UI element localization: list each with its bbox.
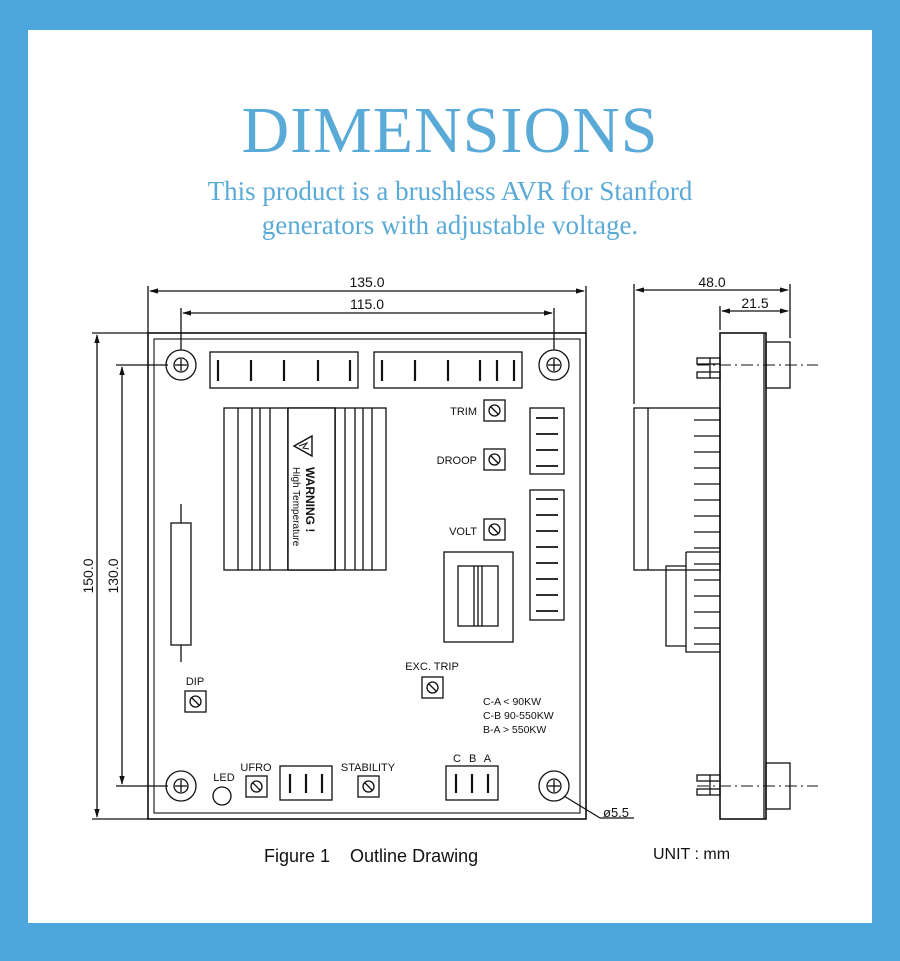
dim-label-135: 135.0 bbox=[349, 274, 384, 290]
subtitle-line-1: This product is a brushless AVR for Stan… bbox=[207, 176, 693, 206]
dimension-hole-spacing-y bbox=[116, 364, 168, 787]
center-module bbox=[443, 551, 514, 643]
warning-triangle bbox=[292, 434, 313, 458]
dim-label-48: 48.0 bbox=[698, 274, 725, 290]
side-heatsink bbox=[633, 407, 721, 571]
volt-label: VOLT bbox=[449, 526, 477, 538]
dimension-overall-height bbox=[92, 332, 148, 820]
top-terminal-block-right bbox=[373, 351, 523, 389]
board-inner-outline bbox=[153, 338, 581, 814]
connector-right-lower bbox=[529, 489, 565, 621]
board-outline bbox=[147, 332, 587, 820]
page-title: DIMENSIONS bbox=[241, 94, 659, 167]
dimension-hole-spacing-x bbox=[180, 308, 555, 350]
ufro-label: UFRO bbox=[240, 762, 272, 774]
dim-label-150: 150.0 bbox=[80, 558, 96, 593]
stability-label: STABILITY bbox=[341, 762, 396, 774]
dimension-partial bbox=[719, 306, 789, 330]
selection-note-3: B-A > 550KW bbox=[483, 724, 546, 736]
dimension-depth bbox=[633, 284, 791, 404]
dim-label-21-5: 21.5 bbox=[741, 295, 768, 311]
hole-diameter-leader bbox=[563, 795, 601, 819]
side-module bbox=[665, 551, 720, 653]
trim-label: TRIM bbox=[450, 406, 477, 418]
exc-trip-potentiometer[interactable] bbox=[421, 676, 444, 699]
bottom-terminal-block-cba bbox=[445, 765, 499, 801]
dimension-overall-width bbox=[147, 286, 587, 333]
warning-text: High Temperature bbox=[290, 467, 301, 547]
dim-label-115: 115.0 bbox=[350, 296, 384, 312]
terminals-cba-label: C B A bbox=[453, 753, 492, 765]
side-view bbox=[633, 284, 818, 820]
selection-note-2: C-B 90-550KW bbox=[483, 710, 554, 722]
subtitle-line-2: generators with adjustable voltage. bbox=[261, 210, 639, 240]
mounting-hole-bottom-left bbox=[165, 770, 197, 802]
figure-caption: Figure 1 Outline Drawing bbox=[264, 846, 478, 866]
mounting-hole-top-right bbox=[538, 349, 570, 381]
bottom-terminal-block-middle bbox=[279, 765, 333, 801]
left-component bbox=[170, 504, 192, 662]
dip-potentiometer[interactable] bbox=[184, 690, 207, 713]
unit-caption: UNIT : mm bbox=[653, 846, 730, 863]
dim-label-130: 130.0 bbox=[105, 558, 121, 593]
side-pins-bottom bbox=[696, 774, 721, 796]
droop-potentiometer[interactable] bbox=[483, 448, 506, 471]
mounting-hole-top-left bbox=[165, 349, 197, 381]
mounting-hole-bottom-right bbox=[538, 770, 570, 802]
side-pins-top bbox=[696, 357, 721, 379]
content-card bbox=[28, 30, 872, 923]
led-label: LED bbox=[213, 772, 234, 784]
hole-diameter-label: ø5.5 bbox=[603, 805, 629, 820]
dip-label: DIP bbox=[186, 676, 204, 688]
top-terminal-block-left bbox=[209, 351, 359, 389]
ufro-potentiometer[interactable] bbox=[245, 775, 268, 798]
stability-potentiometer[interactable] bbox=[357, 775, 380, 798]
warning-label-box bbox=[287, 407, 336, 571]
side-board bbox=[719, 332, 767, 820]
connector-right-upper bbox=[529, 407, 565, 475]
warning-title: WARNING ! bbox=[303, 467, 317, 532]
trim-potentiometer[interactable] bbox=[483, 399, 506, 422]
front-view bbox=[92, 286, 634, 820]
selection-note-1: C-A < 90KW bbox=[483, 696, 541, 708]
exc-trip-label: EXC. TRIP bbox=[405, 661, 459, 673]
led-indicator bbox=[212, 786, 232, 806]
volt-potentiometer[interactable] bbox=[483, 518, 506, 541]
droop-label: DROOP bbox=[437, 455, 477, 467]
